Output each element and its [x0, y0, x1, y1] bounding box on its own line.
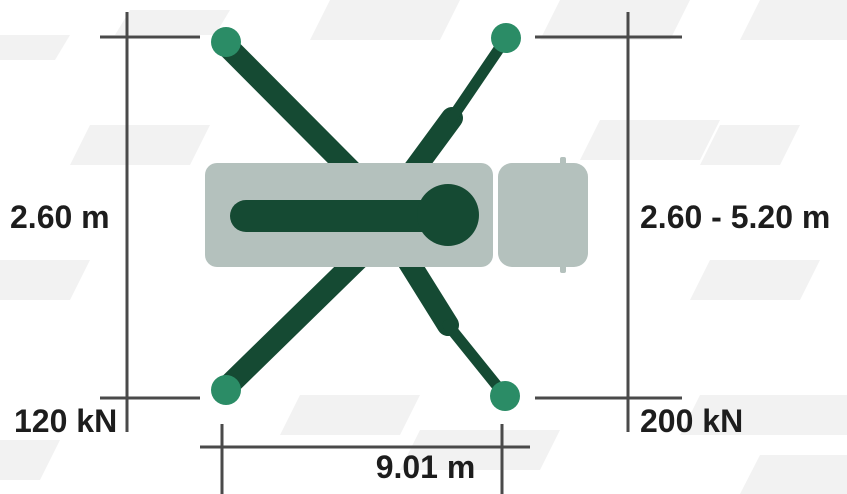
right-outrigger-load-label: 200 kN — [640, 403, 744, 439]
cab-mirror-top — [560, 157, 566, 167]
outrigger-arm-front-right-ext — [446, 34, 511, 124]
right-support-width-label: 2.60 - 5.20 m — [640, 199, 831, 235]
cab-mirror-bottom — [560, 263, 566, 273]
outrigger-pads — [211, 23, 521, 411]
boom-turntable — [417, 184, 479, 246]
left-support-width-label: 2.60 m — [10, 199, 110, 235]
main-boom — [230, 184, 479, 246]
outrigger-arm-rear-right-ext — [442, 319, 508, 398]
outrigger-pad-icon — [490, 381, 520, 411]
outrigger-pad-icon — [211, 27, 241, 57]
outrigger-pad-icon — [491, 23, 521, 53]
truck-cab — [498, 163, 588, 267]
dimension-lines — [100, 12, 682, 494]
outrigger-pad-icon — [211, 375, 241, 405]
outrigger-base-length-label: 9.01 m — [375, 449, 476, 485]
left-outrigger-load-label: 120 kN — [14, 403, 118, 439]
